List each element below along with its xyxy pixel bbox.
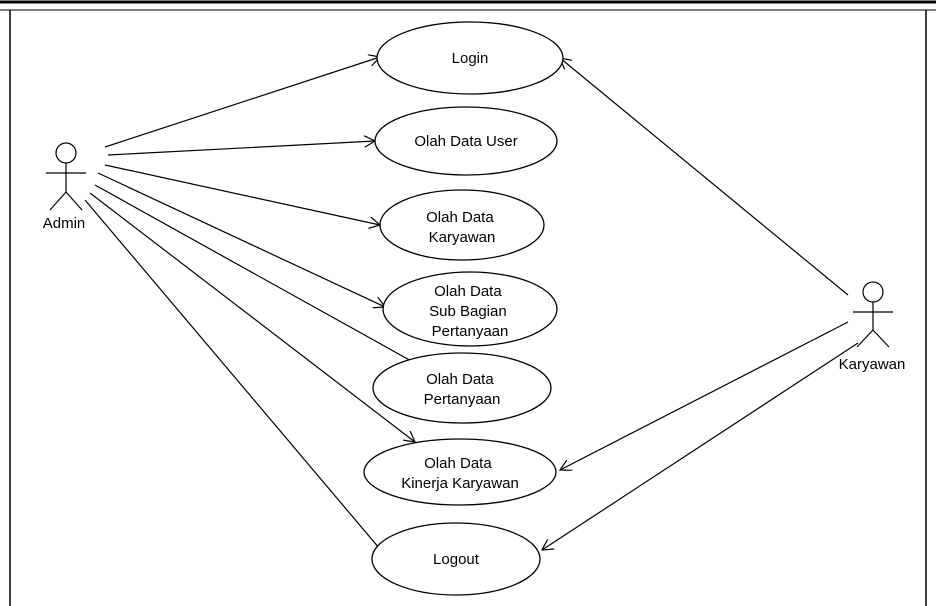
svg-text:Olah Data Kinerja Karyaw: Olah Data Kinerja Karyawan bbox=[401, 455, 519, 492]
actor-admin[interactable]: Admin bbox=[43, 142, 86, 232]
use-case-login-ellipse bbox=[376, 21, 564, 95]
use-case-olah-data-karyawan-line-2: Karyawan bbox=[429, 229, 496, 246]
actor-karyawan[interactable]: Karyawan bbox=[839, 281, 906, 373]
use-case-logout-label: Logout bbox=[433, 551, 480, 568]
karyawan-stick-figure-icon bbox=[853, 281, 893, 348]
svg-text:Olah Data Pertanyaan: Olah Data Pertanyaan bbox=[424, 371, 501, 408]
svg-text:Logout: Logout bbox=[433, 551, 480, 568]
assoc-admin-login bbox=[104, 57, 380, 148]
use-case-olah-data-kinerja-line-1: Olah Data bbox=[424, 455, 492, 472]
use-case-login[interactable]: Login bbox=[376, 21, 564, 95]
association-lines bbox=[84, 57, 859, 555]
assoc-admin-olah-data-user bbox=[107, 141, 375, 156]
use-case-login-label: Login bbox=[452, 50, 489, 67]
svg-text:Olah Data Karyawan: Olah Data Karyawan bbox=[426, 209, 498, 246]
assoc-admin-olah-data-karyawan bbox=[104, 164, 380, 225]
use-case-olah-data-pertanyaan-line-2: Pertanyaan bbox=[424, 391, 501, 408]
assoc-karyawan-logout bbox=[542, 342, 859, 550]
assoc-karyawan-login bbox=[560, 58, 849, 296]
use-case-olah-data-sub-bagian-ellipse bbox=[382, 271, 558, 347]
assoc-admin-olah-data-pertanyaan bbox=[94, 184, 414, 363]
svg-text:Olah Data Sub Bagian: Olah Data Sub Bagian Pertanyaan bbox=[429, 283, 511, 340]
svg-text:Olah Data User: Olah Data User bbox=[414, 133, 517, 150]
use-case-olah-data-pertanyaan[interactable]: Olah Data Pertanyaan bbox=[372, 352, 552, 424]
svg-text:Login: Login bbox=[452, 50, 489, 67]
assoc-admin-olah-data-kinerja bbox=[89, 192, 415, 442]
use-case-olah-data-user-label: Olah Data User bbox=[414, 133, 517, 150]
use-case-olah-data-karyawan-line-1: Olah Data bbox=[426, 209, 494, 226]
admin-stick-figure-icon bbox=[46, 142, 86, 211]
use-case-olah-data-sub-bagian-line-1: Olah Data bbox=[434, 283, 502, 300]
use-case-olah-data-pertanyaan-line-1: Olah Data bbox=[426, 371, 494, 388]
use-case-olah-data-karyawan-ellipse bbox=[379, 189, 545, 261]
assoc-admin-olah-data-sub-bagian bbox=[97, 172, 385, 307]
use-case-olah-data-sub-bagian-line-3: Pertanyaan bbox=[432, 323, 509, 340]
use-case-olah-data-user[interactable]: Olah Data User bbox=[374, 106, 558, 176]
use-case-logout[interactable]: Logout bbox=[371, 522, 541, 596]
assoc-karyawan-olah-data-kinerja bbox=[560, 321, 849, 470]
use-case-olah-data-kinerja-line-2: Kinerja Karyawan bbox=[401, 475, 519, 492]
use-case-logout-ellipse bbox=[371, 522, 541, 596]
use-case-olah-data-kinerja-ellipse bbox=[363, 438, 557, 506]
use-case-olah-data-user-ellipse bbox=[374, 106, 558, 176]
actor-admin-label: Admin bbox=[43, 215, 86, 232]
use-case-olah-data-sub-bagian[interactable]: Olah Data Sub Bagian Pertanyaan bbox=[382, 271, 558, 347]
assoc-admin-logout bbox=[84, 199, 385, 555]
use-case-olah-data-pertanyaan-ellipse bbox=[372, 352, 552, 424]
use-case-olah-data-karyawan[interactable]: Olah Data Karyawan bbox=[379, 189, 545, 261]
actor-karyawan-label: Karyawan bbox=[839, 356, 906, 373]
use-case-olah-data-kinerja[interactable]: Olah Data Kinerja Karyawan bbox=[363, 438, 557, 506]
use-case-olah-data-sub-bagian-line-2: Sub Bagian bbox=[429, 303, 507, 320]
